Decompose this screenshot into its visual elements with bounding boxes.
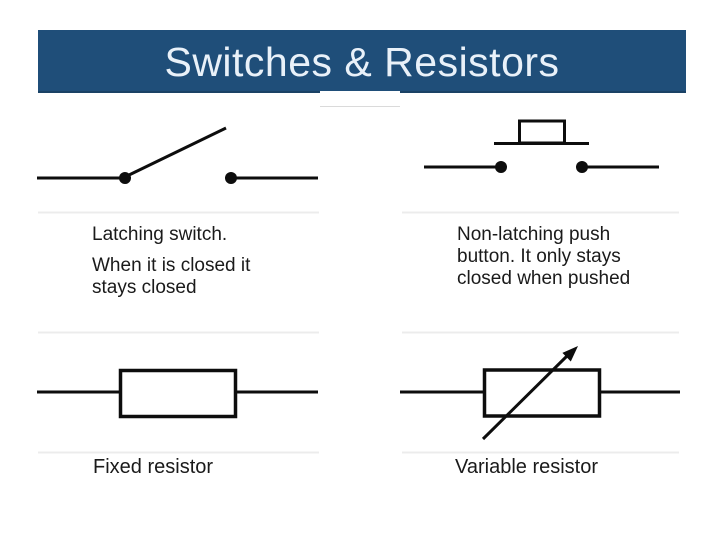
resistor-body	[482, 368, 602, 418]
title-bar: Switches & Resistors	[38, 30, 686, 93]
caption-variable-resistor: Variable resistor	[455, 456, 599, 478]
caption-line: closed when pushed	[457, 268, 631, 289]
caption-latching-title: Latching switch.	[92, 224, 228, 245]
resistor-body	[118, 368, 238, 419]
placeholder-guide-lines	[38, 211, 679, 454]
latching-switch-symbol	[37, 126, 318, 184]
switch-lever	[128, 126, 227, 177]
terminal-dot	[495, 161, 507, 173]
caption-line: stays closed	[92, 277, 197, 298]
slide-title: Switches & Resistors	[164, 39, 560, 85]
caption-line: Non-latching push	[457, 224, 611, 245]
title-notch-box	[320, 91, 400, 107]
caption-fixed-resistor: Fixed resistor	[93, 456, 214, 478]
caption-latching-description: When it is closed it stays closed	[92, 255, 250, 299]
push-button-symbol	[424, 119, 659, 173]
adjust-arrow-head	[562, 346, 578, 362]
terminal-dot	[119, 172, 131, 184]
variable-resistor-symbol	[400, 346, 680, 441]
caption-line: button. It only stays	[457, 246, 621, 267]
caption-line: When it is closed it	[92, 255, 251, 276]
caption-push-button: Non-latching push button. It only stays …	[457, 224, 630, 290]
fixed-resistor-symbol	[37, 368, 318, 419]
terminal-dot	[576, 161, 588, 173]
adjust-arrow-shaft	[481, 354, 569, 441]
button-cap	[518, 119, 566, 145]
